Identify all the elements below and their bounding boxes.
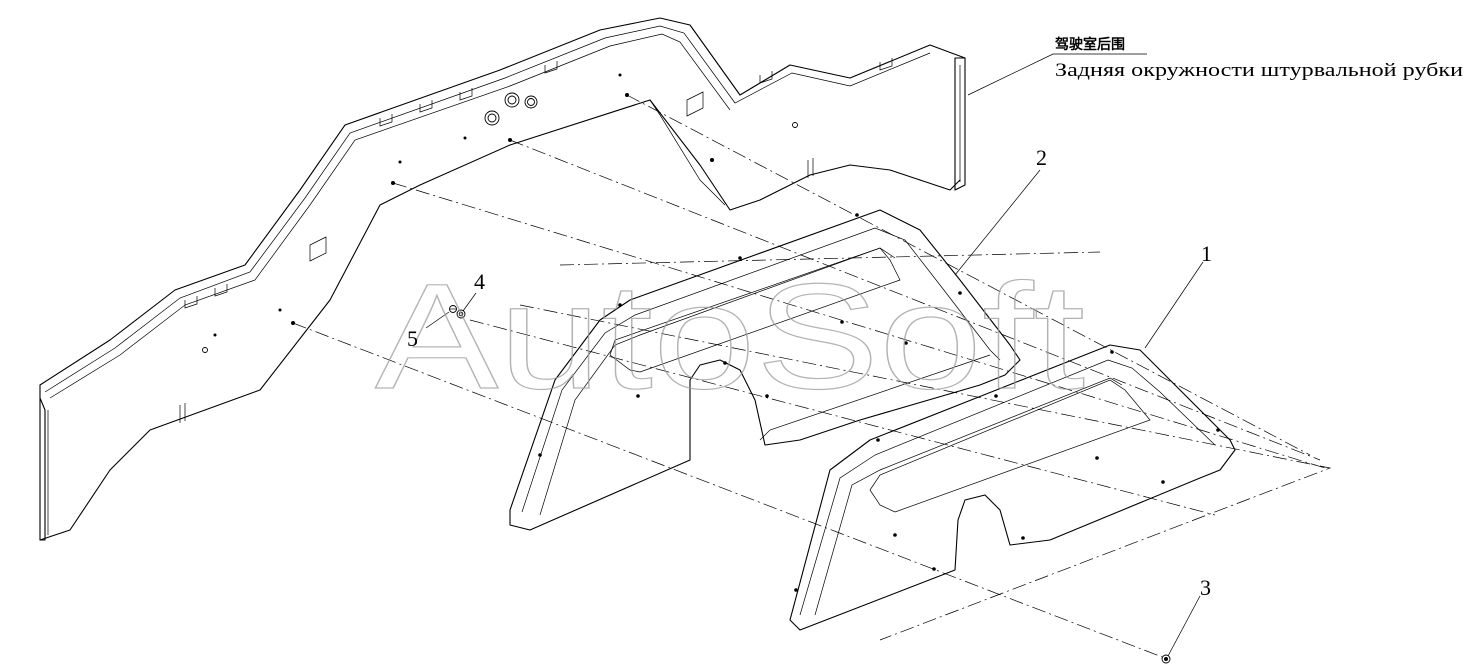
fastener-washer-4 (456, 309, 466, 319)
part-2-insulation-pad (509, 209, 1021, 531)
callout-2: 2 (1036, 145, 1047, 170)
assembly-label-ru: Задняя окружности штурвальной рубки (1055, 60, 1463, 81)
part-1-insulation-pad (789, 344, 1236, 631)
callout-5: 5 (407, 326, 418, 351)
watermark-text: AutoSoft (375, 252, 1085, 420)
callout-4: 4 (474, 269, 485, 294)
cab-rear-wall-panel (39, 17, 966, 541)
leader-lines (425, 53, 1204, 657)
callout-1: 1 (1201, 241, 1212, 266)
mounting-axis-lines (292, 94, 1332, 661)
fastener-3 (1161, 654, 1171, 664)
assembly-label-cn: 驾驶室后围 (1054, 36, 1125, 53)
callout-3: 3 (1200, 575, 1211, 600)
fastener-nut-5 (449, 305, 457, 313)
